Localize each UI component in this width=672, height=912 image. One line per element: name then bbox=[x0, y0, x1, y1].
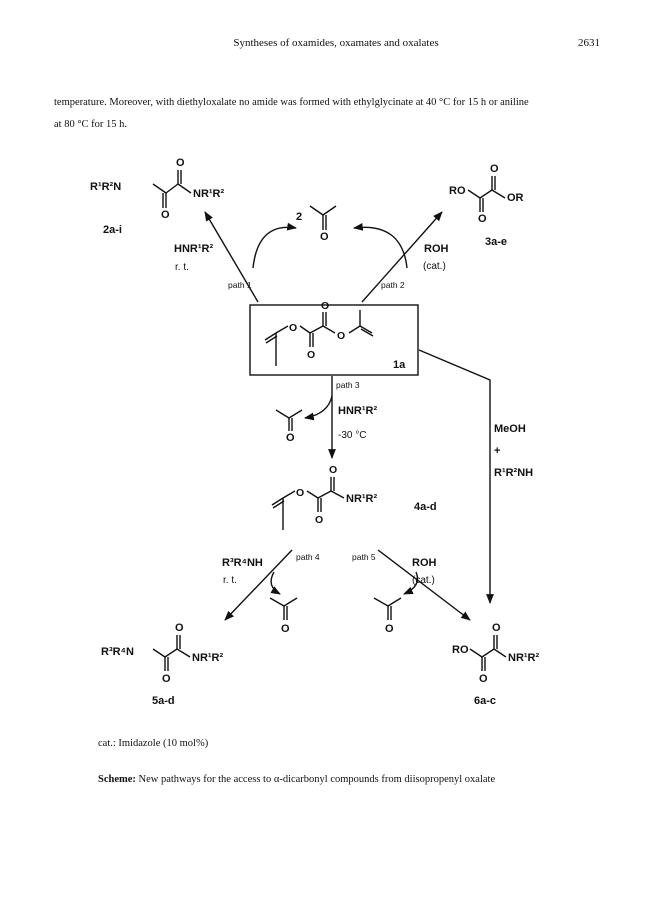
path4-condition: r. t. bbox=[223, 575, 237, 586]
caption-label: Scheme: bbox=[98, 774, 136, 785]
c1a-ester-oxygen-left: O bbox=[289, 322, 297, 334]
compound-1a-structure bbox=[264, 310, 374, 366]
c3-oxygen-top: O bbox=[490, 163, 499, 175]
c3-left-group: RO bbox=[449, 185, 466, 197]
c3-right-group: OR bbox=[507, 192, 524, 204]
compound-4a-d-structure bbox=[271, 477, 345, 530]
acetone-path3-oxygen: O bbox=[286, 432, 295, 444]
c4-oxygen-bottom: O bbox=[315, 514, 323, 526]
acetone-top-structure bbox=[309, 205, 337, 230]
acetone-path4-structure bbox=[269, 597, 298, 620]
compound-id-6a-c: 6a-c bbox=[474, 695, 496, 707]
path3-condition: -30 °C bbox=[338, 430, 366, 441]
c2-oxygen-top: O bbox=[176, 157, 185, 169]
c1a-oxygen-bottom: O bbox=[307, 349, 315, 361]
path4-reagent: R³R⁴NH bbox=[222, 557, 263, 569]
c1a-ester-oxygen-right: O bbox=[337, 330, 345, 342]
scheme-footnote: cat.: Imidazole (10 mol%) bbox=[98, 738, 209, 749]
compound-5a-d-structure bbox=[152, 635, 191, 671]
compound-1a-box bbox=[249, 304, 419, 376]
path2-label: path 2 bbox=[381, 280, 405, 290]
c4-amide-group: NR¹R² bbox=[346, 493, 377, 505]
path1-condition: r. t. bbox=[175, 262, 189, 273]
side-plus: + bbox=[494, 445, 500, 457]
side-reagent-amine: R¹R²NH bbox=[494, 467, 533, 479]
compound-id-3a-e: 3a-e bbox=[485, 236, 507, 248]
curved-arrow-path5 bbox=[403, 571, 419, 595]
c6-oxygen-bottom: O bbox=[479, 673, 488, 685]
caption-text: New pathways for the access to α-dicarbo… bbox=[135, 774, 496, 785]
compound-2a-i-structure bbox=[152, 170, 192, 208]
scheme-caption: Scheme: New pathways for the access to α… bbox=[98, 774, 495, 785]
acetone-path3-structure bbox=[275, 409, 303, 431]
side-reagent-meoh: MeOH bbox=[494, 423, 526, 435]
compound-id-5a-d: 5a-d bbox=[152, 695, 175, 707]
acetone-path5-structure bbox=[373, 597, 402, 620]
c5-right-group: NR¹R² bbox=[192, 652, 223, 664]
c4-oxygen-top: O bbox=[329, 464, 337, 476]
compound-6a-c-structure bbox=[469, 635, 507, 671]
c6-right-group: NR¹R² bbox=[508, 652, 539, 664]
path5-condition: (cat.) bbox=[412, 575, 435, 586]
arrow-path5 bbox=[377, 549, 471, 621]
acetone-path4-oxygen: O bbox=[281, 623, 290, 635]
c5-left-group: R³R⁴N bbox=[101, 646, 134, 658]
acetone-path5-oxygen: O bbox=[385, 623, 394, 635]
c6-left-group: RO bbox=[452, 644, 469, 656]
curved-arrow-path3 bbox=[304, 395, 333, 421]
running-header: Syntheses of oxamides, oxamates and oxal… bbox=[233, 37, 439, 49]
path4-label: path 4 bbox=[296, 552, 320, 562]
path5-reagent: ROH bbox=[412, 557, 437, 569]
path2-reagent: ROH bbox=[424, 243, 449, 255]
path3-reagent: HNR¹R² bbox=[338, 405, 377, 417]
path1-label: path 1 bbox=[228, 280, 252, 290]
page-number: 2631 bbox=[578, 37, 600, 49]
c2-oxygen-bottom: O bbox=[161, 209, 170, 221]
path2-condition: (cat.) bbox=[423, 261, 446, 272]
compound-id-2a-i: 2a-i bbox=[103, 224, 122, 236]
compound-id-1a: 1a bbox=[393, 359, 406, 371]
compound-id-4a-d: 4a-d bbox=[414, 501, 437, 513]
arrow-side-route bbox=[418, 349, 494, 604]
arrow-path2 bbox=[361, 211, 443, 303]
arrow-path1 bbox=[204, 211, 259, 303]
c5-oxygen-top: O bbox=[175, 622, 184, 634]
c6-oxygen-top: O bbox=[492, 622, 501, 634]
arrow-path4 bbox=[224, 549, 293, 621]
body-line-1: temperature. Moreover, with diethyloxala… bbox=[54, 97, 529, 108]
c2-right-group: NR¹R² bbox=[193, 188, 224, 200]
c2-left-group: R¹R²N bbox=[90, 181, 121, 193]
c4-ester-oxygen: O bbox=[296, 487, 304, 499]
curved-arrow-path4 bbox=[270, 571, 281, 595]
path3-label: path 3 bbox=[336, 380, 360, 390]
path1-reagent: HNR¹R² bbox=[174, 243, 213, 255]
acetone-top-oxygen: O bbox=[320, 231, 329, 243]
path5-label: path 5 bbox=[352, 552, 376, 562]
body-paragraph: temperature. Moreover, with diethyloxala… bbox=[54, 92, 614, 136]
curved-arrow-path1 bbox=[252, 222, 297, 269]
c1a-oxygen-top: O bbox=[321, 300, 329, 312]
body-line-2: at 80 °C for 15 h. bbox=[54, 119, 128, 130]
c3-oxygen-bottom: O bbox=[478, 213, 487, 225]
c5-oxygen-bottom: O bbox=[162, 673, 171, 685]
compound-3a-e-structure bbox=[467, 176, 506, 212]
acetone-coefficient: 2 bbox=[296, 211, 302, 223]
curved-arrow-path2 bbox=[353, 223, 408, 269]
